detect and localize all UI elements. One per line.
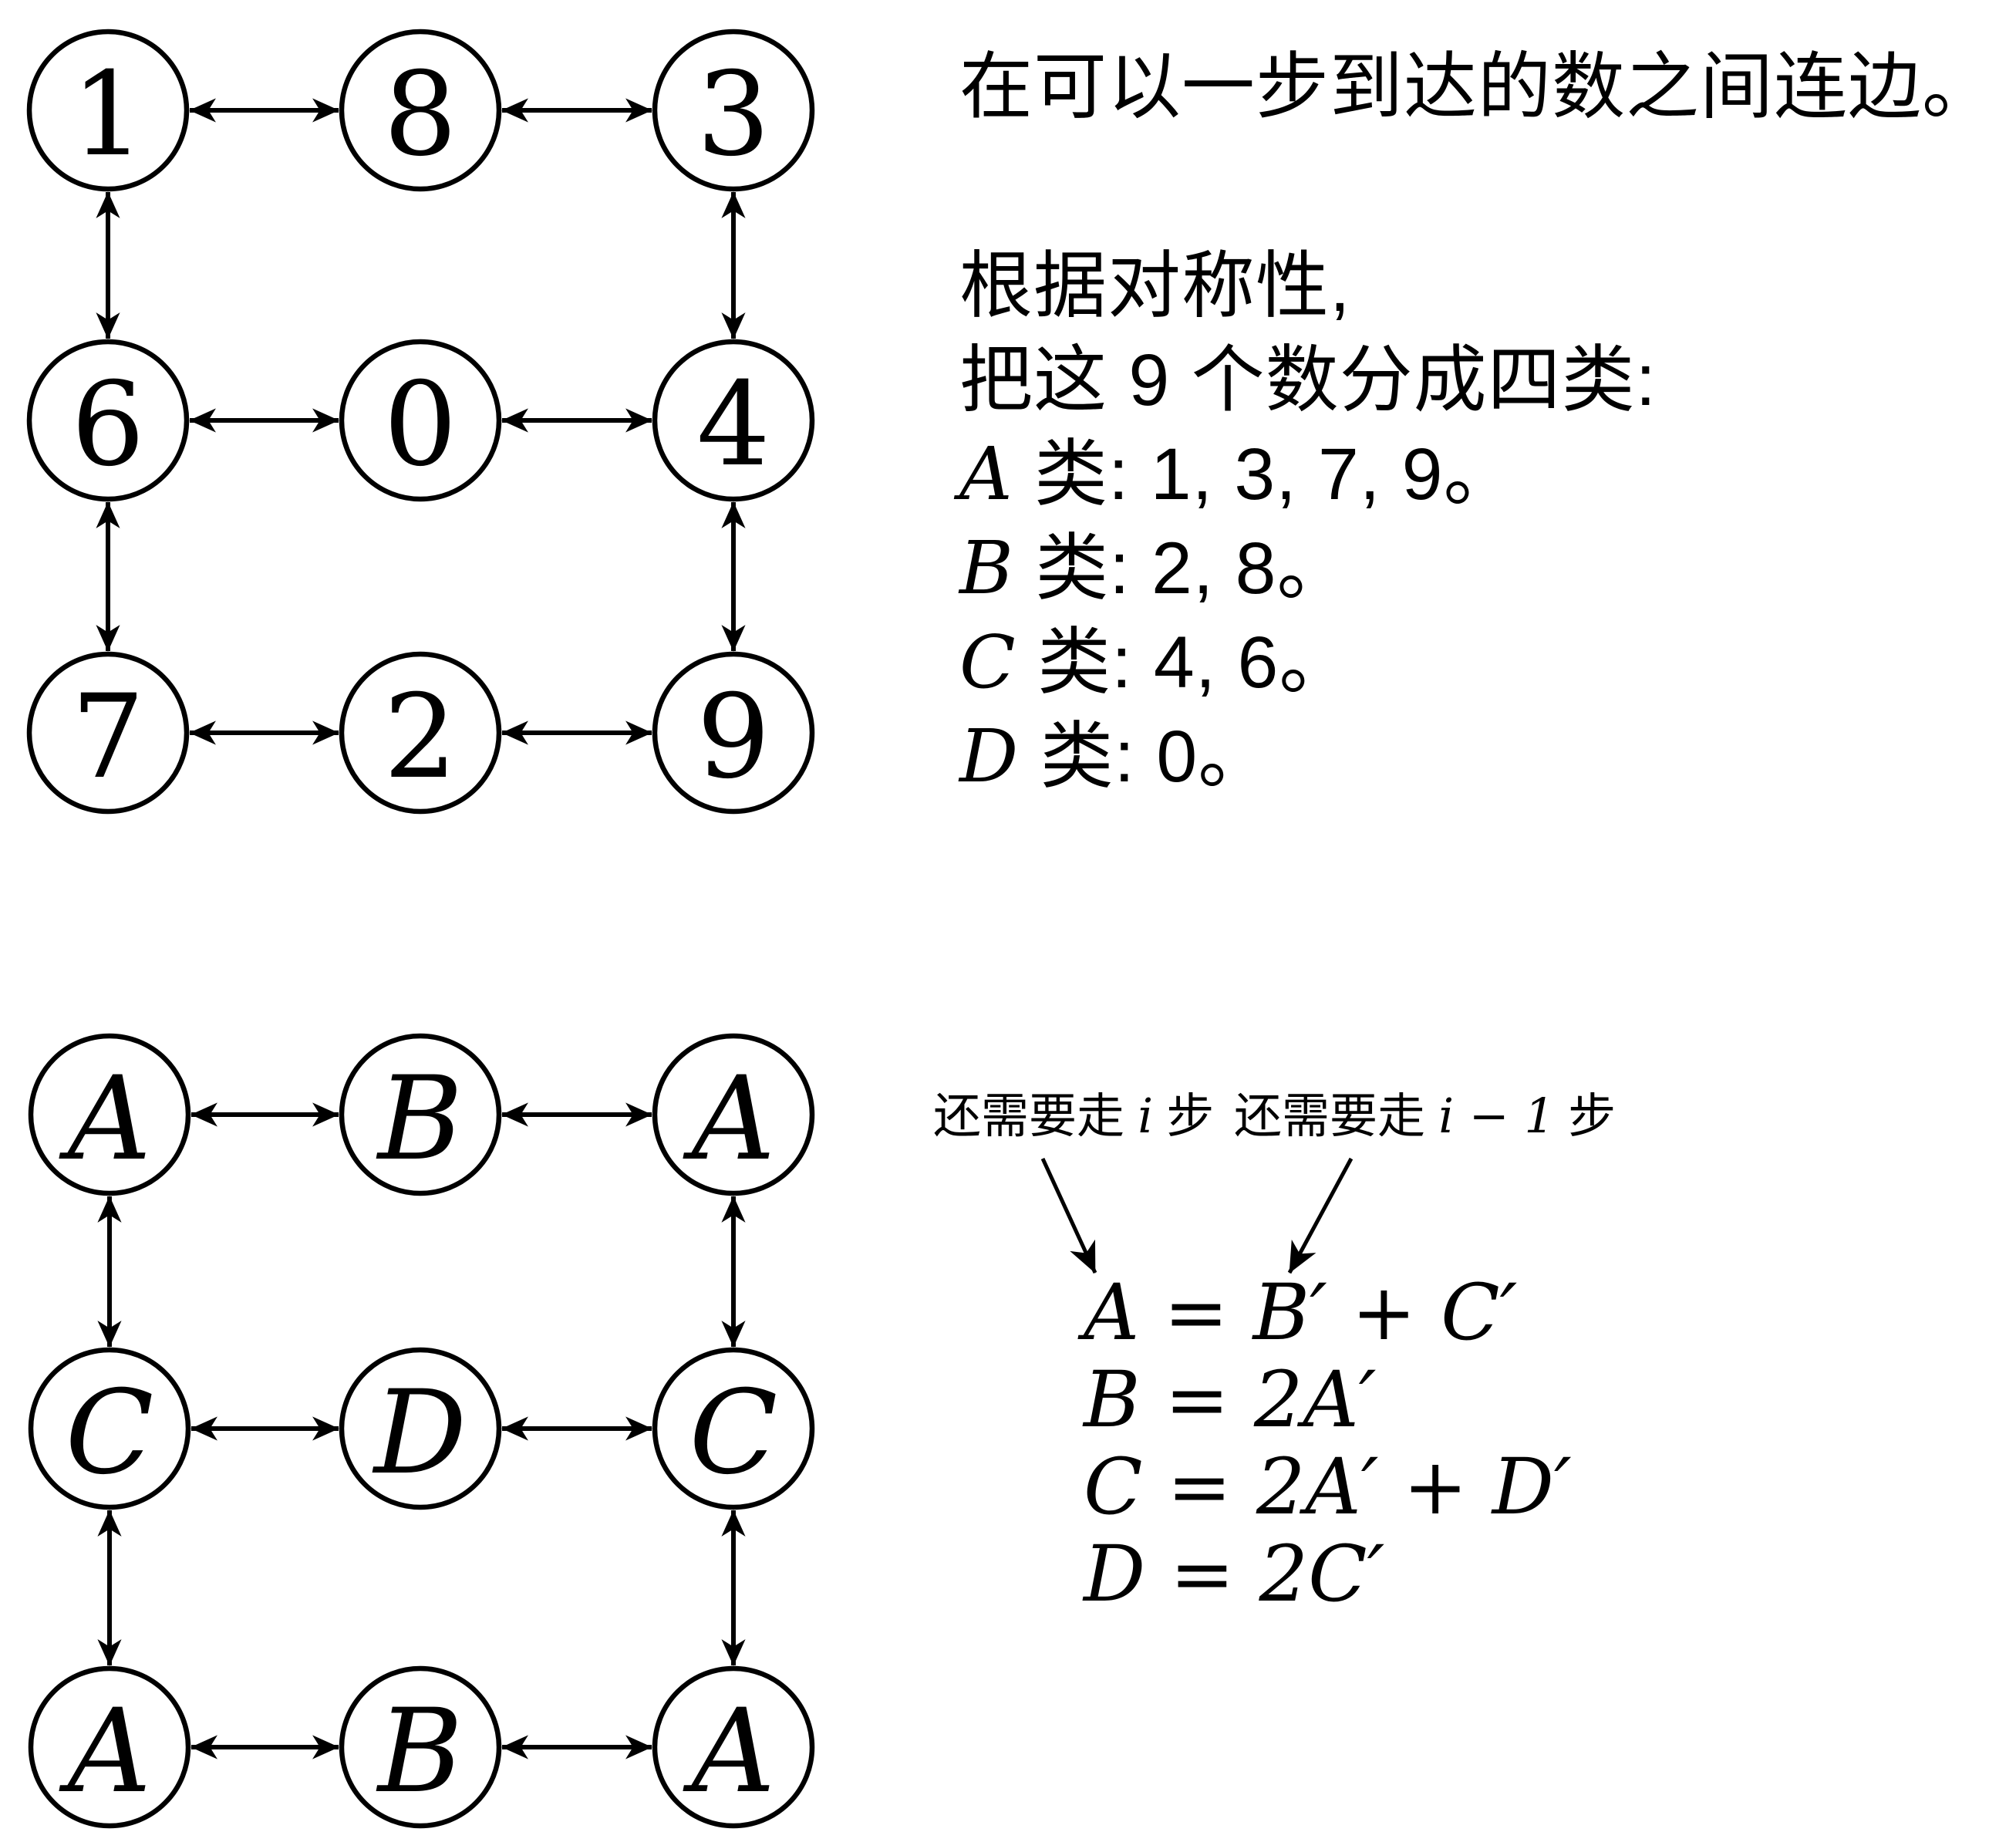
- graph-node-label: B: [376, 1052, 463, 1186]
- class-a-members: 类: 1, 3, 7, 9。: [1013, 434, 1518, 515]
- graph-node: 6: [26, 339, 190, 502]
- graph-node-circle: [652, 29, 815, 192]
- graph-node-label: 7: [71, 670, 144, 805]
- graph-node-label: 6: [71, 358, 144, 492]
- steps-i-minus-1-label-post: 步: [1554, 1090, 1617, 1143]
- classification-text: 根据对称性, 把这 9 个数分成四类: A 类: 1, 3, 7, 9。 B 类…: [959, 239, 1657, 804]
- graph-node-circle: [339, 339, 502, 502]
- graph-node-circle: [26, 651, 190, 815]
- graph-node-circle: [652, 651, 815, 815]
- class-d-line: D 类: 0。: [959, 710, 1657, 804]
- graph-node-circle: [652, 1033, 815, 1196]
- graph-node-label: D: [372, 1366, 467, 1500]
- graph-node-label: 9: [696, 670, 770, 805]
- class-b-line: B 类: 2, 8。: [959, 521, 1657, 616]
- class-a-line: A 类: 1, 3, 7, 9。: [959, 427, 1657, 521]
- class-b-letter: B: [959, 526, 1014, 611]
- equation-b: B = 2A′: [1084, 1355, 1377, 1445]
- graph-node-label: 3: [696, 48, 770, 182]
- class-b-members: 类: 2, 8。: [1013, 528, 1351, 609]
- graph-node-circle: [339, 1665, 502, 1829]
- symmetry-line: 根据对称性,: [959, 245, 1351, 327]
- pointer-arrow-right: [1287, 1157, 1354, 1274]
- annotation-arrows: [1040, 1157, 1354, 1274]
- intro-sentence: 在可以一步到达的数之间连边。: [959, 46, 1997, 128]
- graph-node-label: C: [66, 1366, 154, 1500]
- graph-node-label: A: [683, 1052, 775, 1186]
- graph-node: 1: [26, 29, 190, 192]
- recurrence-equations: A = B′ + C′ B = 2A′ C = 2A′ + D′ D = 2C′: [1084, 1269, 1572, 1618]
- graph-node: C: [652, 1347, 815, 1510]
- steps-i-label-pre: 还需要走: [933, 1090, 1138, 1143]
- equation-a: A = B′ + C′: [1084, 1267, 1518, 1358]
- steps-i-minus-1-label-pre: 还需要走: [1234, 1090, 1439, 1143]
- graph-node: 4: [652, 339, 815, 502]
- graph-node: A: [28, 1033, 191, 1196]
- graph-node: B: [339, 1033, 502, 1196]
- graph-node-circle: [339, 651, 502, 815]
- graph-node-circle: [26, 339, 190, 502]
- graph-node-circle: [339, 1347, 502, 1510]
- pointer-arrow-left: [1040, 1157, 1097, 1274]
- equation-c: C = 2A′ + D′: [1084, 1442, 1572, 1532]
- graph-node: D: [339, 1347, 502, 1510]
- graph-node: 8: [339, 29, 502, 192]
- class-a-letter: A: [959, 432, 1013, 517]
- graph-node: 3: [652, 29, 815, 192]
- graph-node: C: [28, 1347, 191, 1510]
- class-d-members: 类: 0。: [1019, 716, 1273, 798]
- graph-node-circle: [28, 1347, 191, 1510]
- digit-graph: 1 8 3 6 0 4 7 2 9: [26, 29, 815, 815]
- graph-node: B: [339, 1665, 502, 1829]
- graph-node-circle: [652, 1665, 815, 1829]
- steps-i-label: 还需要走 i 步: [933, 1089, 1214, 1144]
- graph-node-label: B: [376, 1685, 463, 1819]
- graph-node-circle: [652, 339, 815, 502]
- graph-node-label: A: [683, 1685, 775, 1819]
- graph-node: A: [652, 1033, 815, 1196]
- class-d-letter: D: [959, 714, 1020, 799]
- graph-node: 0: [339, 339, 502, 502]
- graph-node-label: A: [59, 1685, 151, 1819]
- graph-node-label: 0: [383, 358, 457, 492]
- steps-i-minus-1-label: 还需要走 i − 1 步: [1234, 1089, 1616, 1144]
- class-c-letter: C: [959, 620, 1016, 705]
- graph-node-circle: [26, 29, 190, 192]
- graph-node: 2: [339, 651, 502, 815]
- graph-node: A: [28, 1665, 191, 1829]
- graph-node-label: 2: [383, 670, 457, 805]
- graph-node-circle: [652, 1347, 815, 1510]
- graph-node-label: 1: [71, 48, 144, 182]
- graph-node-label: 4: [696, 358, 770, 492]
- graph-node-circle: [339, 29, 502, 192]
- graph-node-circle: [28, 1665, 191, 1829]
- graph-node-circle: [339, 1033, 502, 1196]
- split-line: 把这 9 个数分成四类:: [959, 339, 1657, 421]
- graph-node-label: C: [689, 1366, 778, 1500]
- class-c-members: 类: 4, 6。: [1016, 622, 1354, 703]
- graph-node-label: 8: [383, 48, 457, 182]
- graph-node: A: [652, 1665, 815, 1829]
- graph-node-circle: [28, 1033, 191, 1196]
- graph-node: 9: [652, 651, 815, 815]
- equation-d: D = 2C′: [1084, 1529, 1385, 1619]
- class-c-line: C 类: 4, 6。: [959, 616, 1657, 710]
- graph-node-label: A: [59, 1052, 151, 1186]
- class-graph: A B A C D C A B A: [28, 1033, 815, 1829]
- steps-i-label-post: 步: [1153, 1090, 1215, 1143]
- steps-i-label-var: i: [1138, 1088, 1154, 1144]
- steps-i-minus-1-label-var: i − 1: [1438, 1088, 1555, 1144]
- graph-node: 7: [26, 651, 190, 815]
